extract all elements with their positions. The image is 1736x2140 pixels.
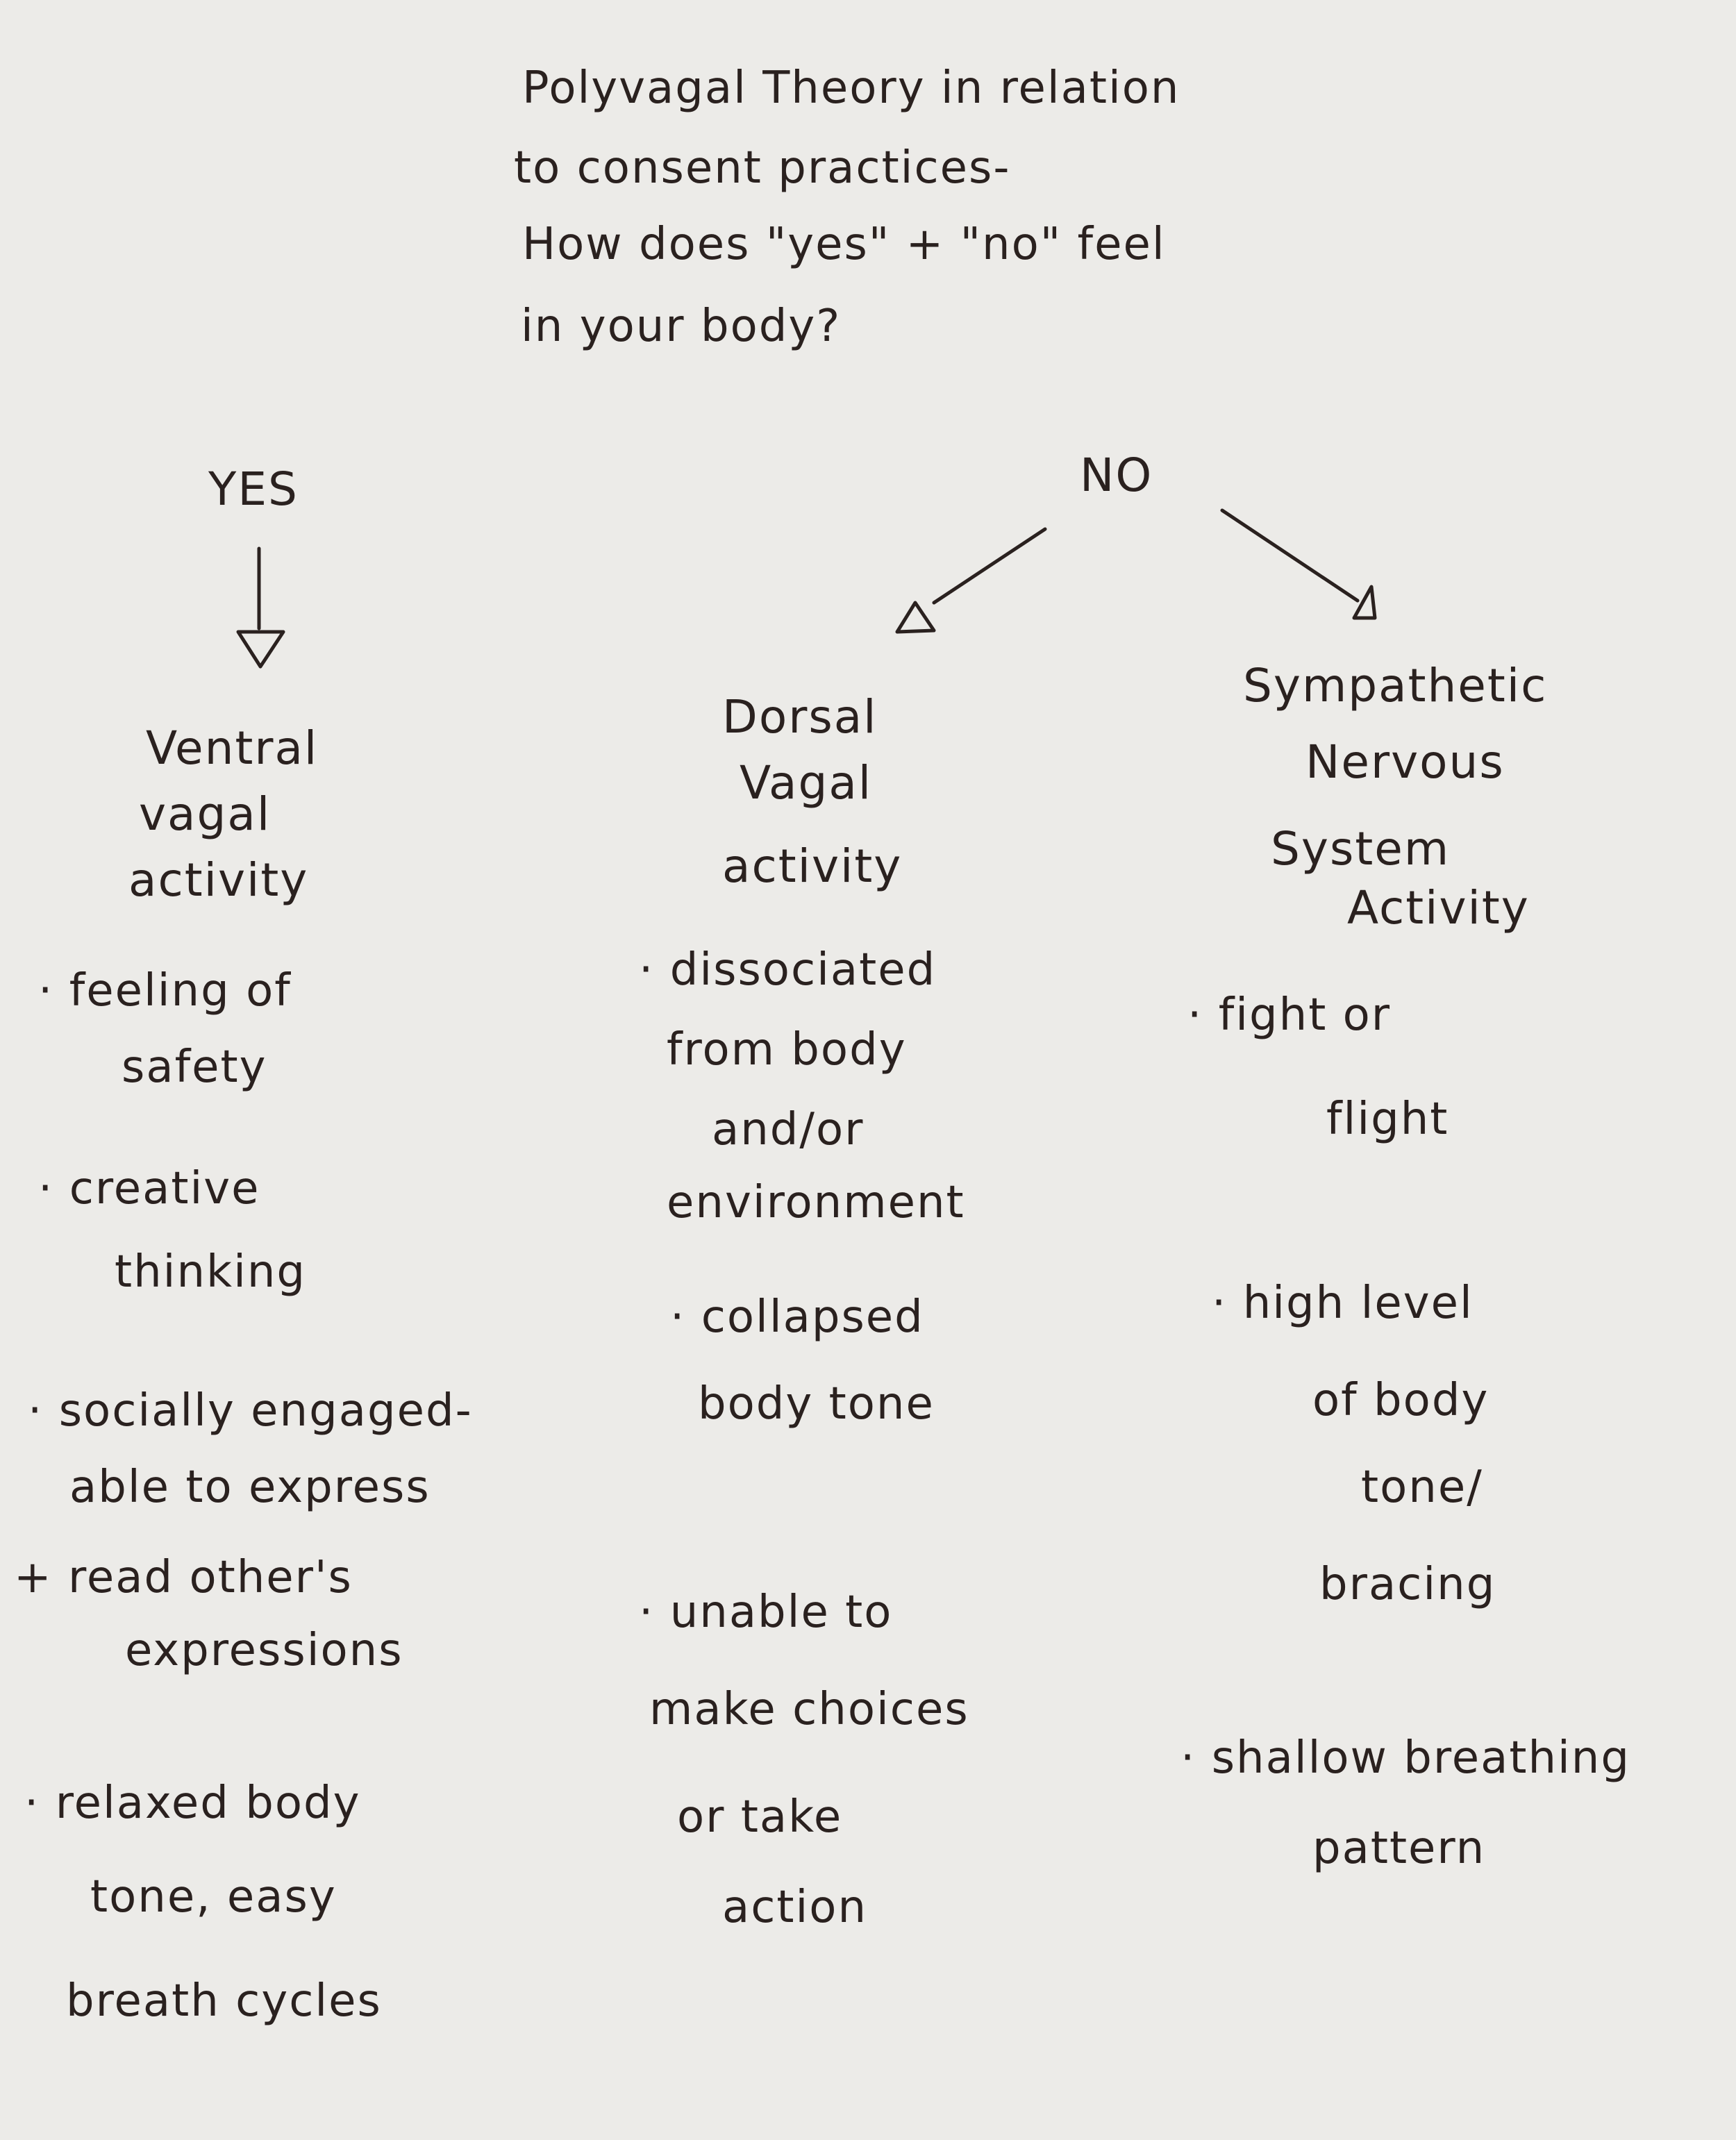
sympathetic-item-high-line-1: · high level	[1212, 1278, 1474, 1329]
yes-item-creative-line-1: · creative	[38, 1163, 260, 1214]
dorsal-item-unable-line-1: · unable to	[639, 1587, 893, 1638]
sympathetic-item-shallow-line-1: · shallow breathing	[1180, 1732, 1630, 1784]
dorsal-item-dissociated-line-2: from body	[667, 1024, 907, 1076]
yes-item-relaxed-line-3: breath cycles	[66, 1975, 382, 2027]
sympathetic-item-high-line-3: tone/	[1361, 1462, 1483, 1513]
ventral-heading-line-1: Ventral	[146, 721, 319, 775]
sympathetic-item-high-line-4: bracing	[1319, 1559, 1496, 1610]
dorsal-item-collapsed-line-2: body tone	[698, 1378, 935, 1430]
title-line-1: Polyvagal Theory in relation	[522, 62, 1180, 114]
title-line-2: to consent practices-	[514, 142, 1011, 194]
dorsal-item-dissociated-line-4: environment	[667, 1177, 965, 1228]
dorsal-item-unable-line-2: make choices	[649, 1684, 969, 1735]
yes-item-relaxed-line-2: tone, easy	[90, 1871, 337, 1923]
yes-label: YES	[208, 462, 299, 516]
yes-item-social-line-2: able to express	[69, 1462, 431, 1513]
yes-item-social-line-1: · socially engaged-	[28, 1385, 473, 1437]
sympathetic-heading-line-1: Sympathetic	[1243, 659, 1548, 712]
sympathetic-heading-line-3: System	[1271, 822, 1451, 876]
ventral-heading-line-3: activity	[128, 853, 309, 907]
dorsal-item-collapsed-line-1: · collapsed	[670, 1291, 924, 1343]
sympathetic-item-fight-line-1: · fight or	[1187, 989, 1392, 1041]
sympathetic-item-fight-line-2: flight	[1326, 1094, 1449, 1145]
sympathetic-item-shallow-line-2: pattern	[1312, 1823, 1486, 1874]
sympathetic-heading-line-2: Nervous	[1305, 735, 1505, 789]
dorsal-item-dissociated-line-3: and/or	[712, 1104, 865, 1155]
dorsal-heading-line-3: activity	[722, 839, 903, 893]
sympathetic-heading-line-4: Activity	[1347, 881, 1530, 935]
dorsal-item-unable-line-3: or take	[677, 1791, 843, 1843]
yes-item-social-line-4: expressions	[125, 1625, 403, 1676]
yes-item-safety-line-2: safety	[122, 1042, 267, 1093]
sympathetic-item-high-line-2: of body	[1312, 1375, 1489, 1426]
yes-item-safety-line-1: · feeling of	[38, 965, 292, 1017]
yes-item-creative-line-2: thinking	[115, 1246, 307, 1298]
dorsal-item-unable-line-4: action	[722, 1882, 867, 1933]
dorsal-item-dissociated-line-1: · dissociated	[639, 944, 937, 996]
ventral-heading-line-2: vagal	[139, 787, 272, 841]
yes-item-social-line-3: + read other's	[14, 1552, 353, 1603]
title-line-3: How does "yes" + "no" feel	[522, 219, 1166, 270]
title-line-4: in your body?	[521, 301, 842, 352]
yes-item-relaxed-line-1: · relaxed body	[24, 1778, 361, 1829]
dorsal-heading-line-1: Dorsal	[722, 690, 878, 744]
no-label: NO	[1080, 449, 1153, 502]
dorsal-heading-line-2: Vagal	[740, 756, 873, 810]
